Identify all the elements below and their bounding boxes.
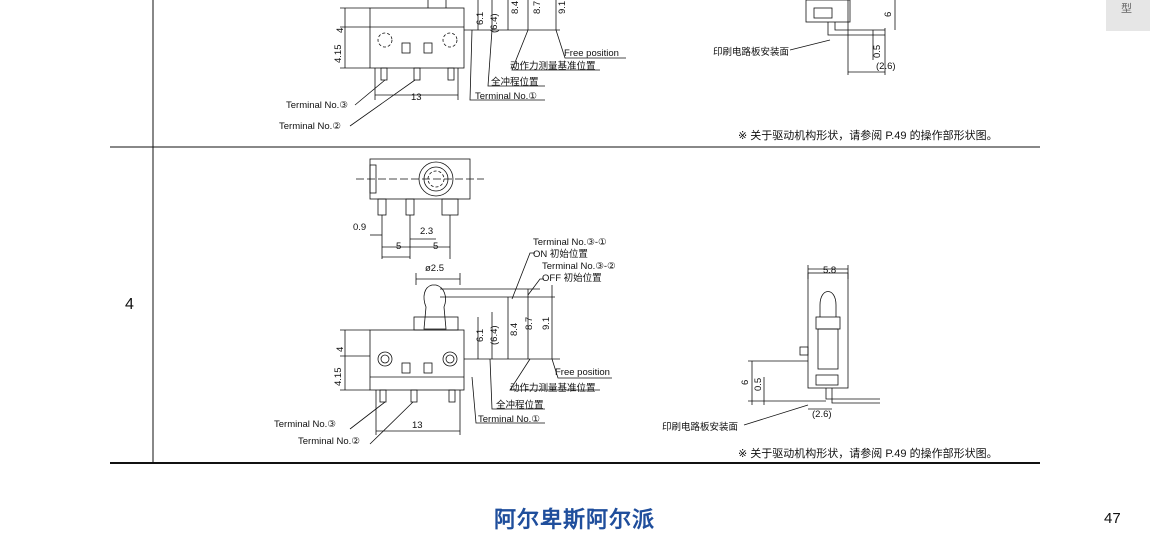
side-tab-label: 型 [1121,3,1132,15]
top-pcb-label: 印刷电路板安装面 [713,47,790,58]
top-side-05: 0.5 [872,44,883,58]
bottom-dim-5a: 5 [396,241,402,252]
bottom-dia-25: ø2.5 [425,263,445,274]
top-terminal-1: Terminal No.① [475,91,537,102]
top-dim-13: 13 [411,92,422,103]
bottom-free-position: Free position [555,367,610,378]
bottom-term32-a: Terminal No.③-② [542,261,616,272]
bottom-v-61: 6.1 [475,328,486,342]
bottom-note: ※ 关于驱动机构形状，请参阅 P.49 的操作部形状图。 [738,448,998,460]
bottom-term31-a: Terminal No.③-① [533,237,607,248]
top-terminal-3: Terminal No.③ [286,100,348,111]
bottom-v-84: 8.4 [509,322,520,336]
bottom-dim-58: 5.8 [823,265,837,276]
top-v-91: 9.1 [557,0,568,14]
bottom-dim-5b: 5 [433,241,439,252]
bottom-terminal-1: Terminal No.① [478,414,540,425]
bottom-term31-b: ON 初始位置 [533,249,588,260]
bottom-dim-09: 0.9 [353,222,367,233]
bottom-terminal-2: Terminal No.② [298,436,360,447]
top-v-61: 6.1 [475,11,486,25]
top-force-ref: 动作力测量基准位置 [510,61,596,72]
row-number: 4 [125,296,134,313]
top-terminal-2: Terminal No.② [279,121,341,132]
bottom-side-26: (2.6) [812,409,832,420]
bottom-dim-4: 4 [335,346,346,352]
page-number: 47 [1104,510,1121,527]
bottom-switch-drawings [340,158,880,445]
top-v-64: (6.4) [489,13,500,33]
bottom-side-05: 0.5 [753,377,764,391]
bottom-dim-13: 13 [412,420,423,431]
bottom-side-6: 6 [740,379,751,385]
top-dim-415: 4.15 [333,44,344,64]
top-overtravel: 全冲程位置 [491,77,539,88]
bottom-overtravel: 全冲程位置 [496,400,544,411]
bottom-terminal-3: Terminal No.③ [274,419,336,430]
top-note: ※ 关于驱动机构形状，请参阅 P.49 的操作部形状图。 [738,130,998,142]
bottom-v-87: 8.7 [524,316,535,330]
top-side-6: 6 [883,11,894,17]
top-v-87: 8.7 [532,0,543,14]
bottom-v-91: 9.1 [541,316,552,330]
bottom-term32-b: OFF 初始位置 [542,273,602,284]
bottom-force-ref: 动作力测量基准位置 [510,383,596,394]
top-free-position: Free position [564,48,619,59]
bottom-dim-415: 4.15 [333,367,344,387]
top-switch-front-drawing [340,0,896,127]
side-index-tab[interactable]: 型 [1106,0,1150,31]
top-dim-4: 4 [335,27,346,33]
bottom-dim-23: 2.3 [420,226,434,237]
brand-name: 阿尔卑斯阿尔派 [494,507,656,532]
top-side-26: (2.6) [876,61,896,72]
bottom-v-64: (6.4) [489,325,500,345]
top-v-84: 8.4 [510,0,521,14]
bottom-pcb-label: 印刷电路板安装面 [662,422,739,433]
